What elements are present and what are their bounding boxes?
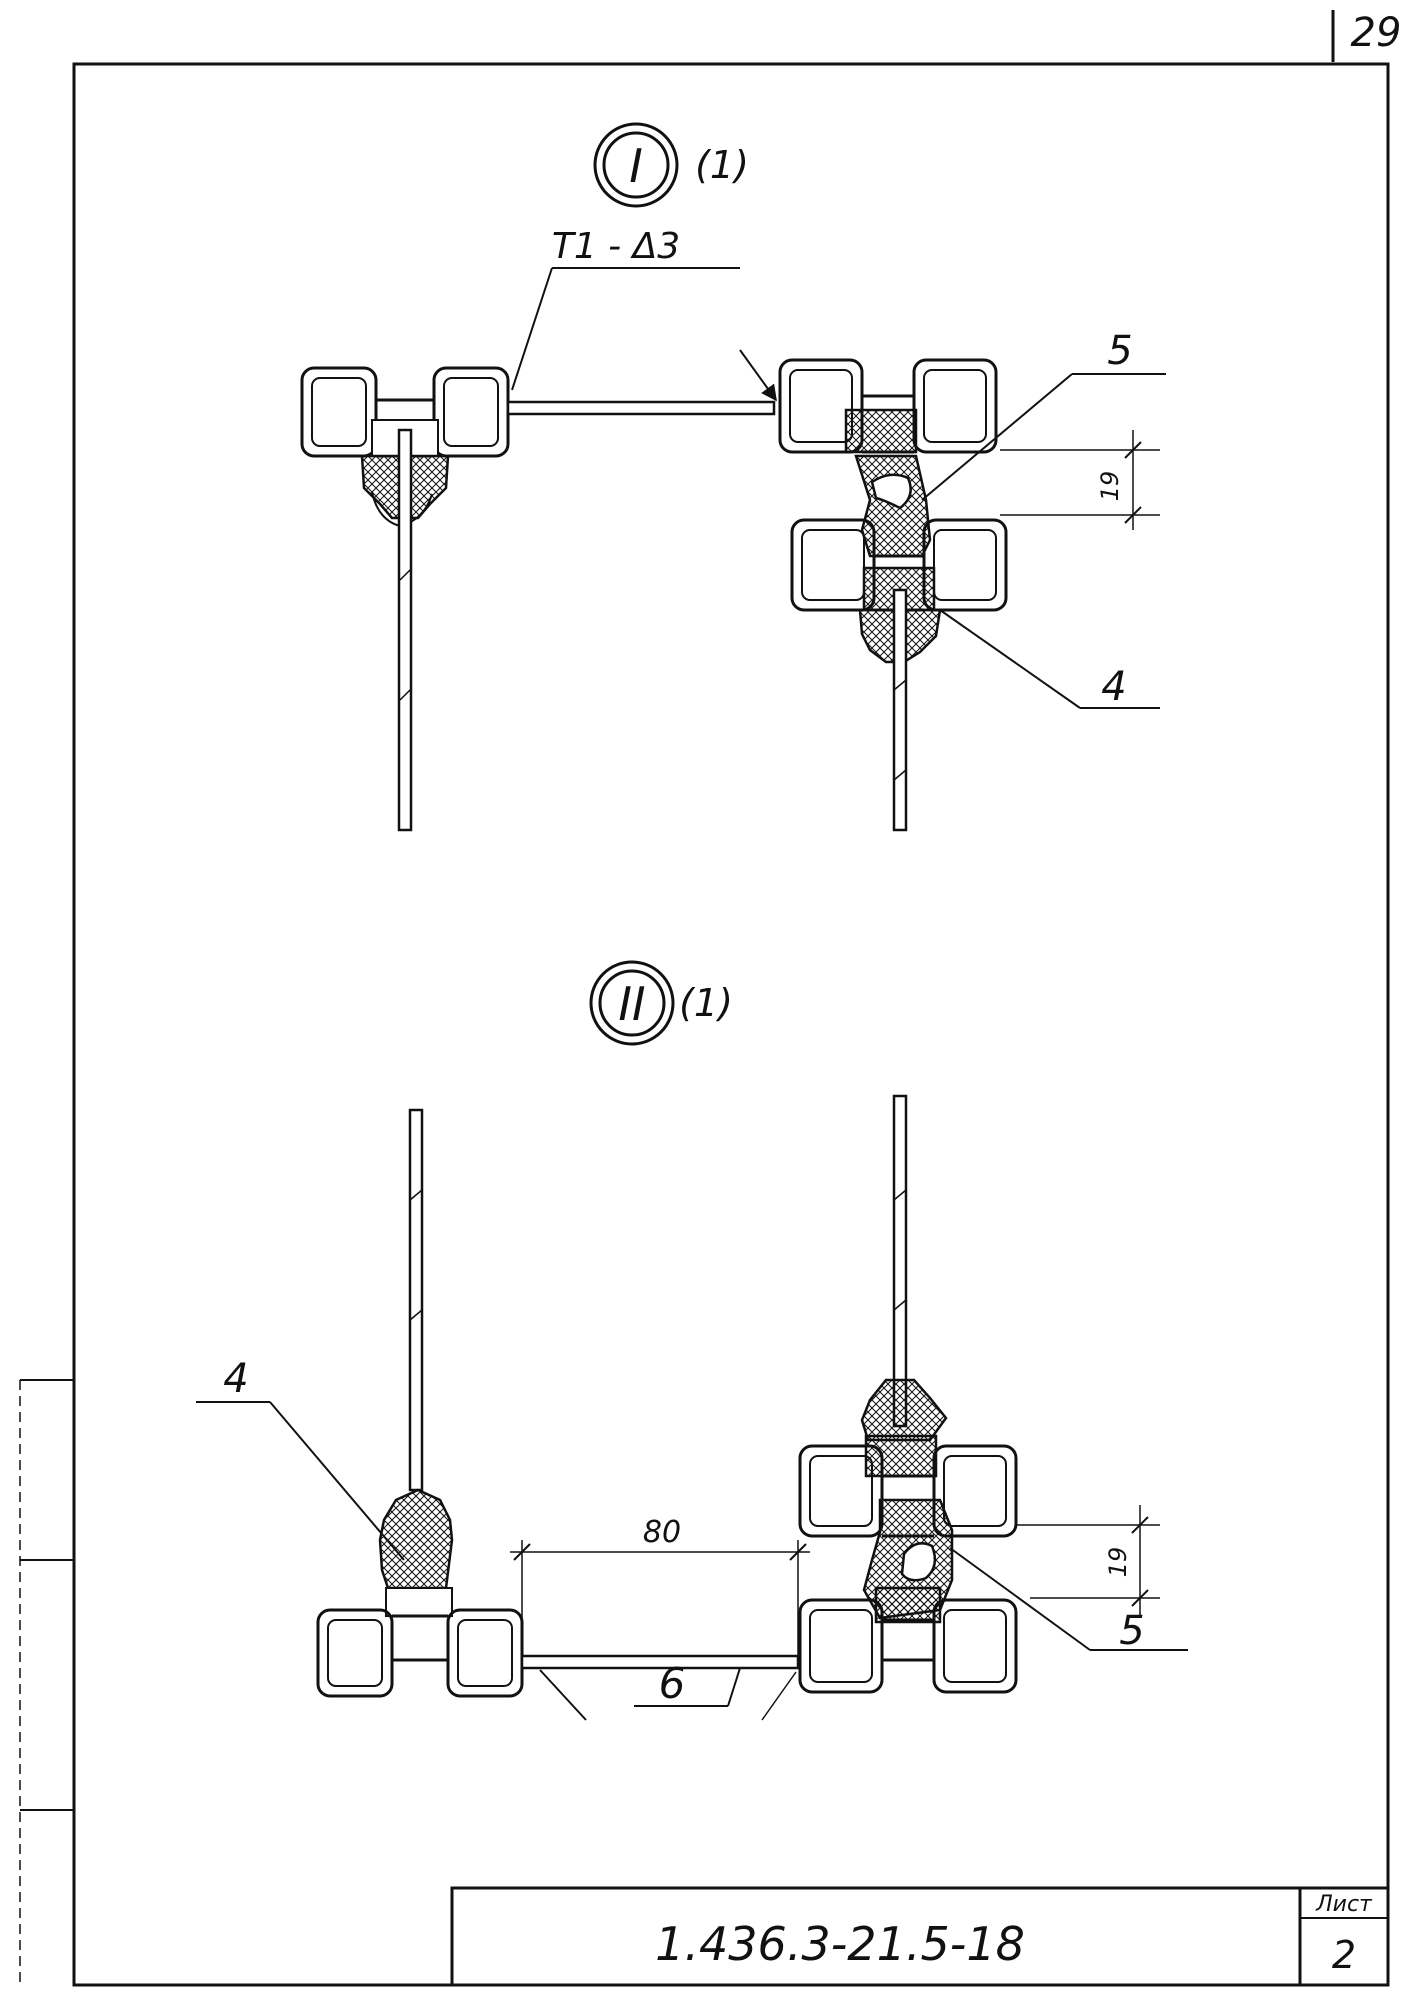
- detail-1-callout-4: 4: [939, 609, 1160, 710]
- svg-text:II: II: [618, 977, 645, 1031]
- detail-2-left-profile: [316, 1108, 524, 1698]
- detail-1-connecting-plate: [506, 400, 776, 416]
- corner-page-number: 29: [1331, 10, 1402, 62]
- detail-2-callout-4: 4: [196, 1356, 405, 1561]
- detail-2-callout-5: 5: [949, 1547, 1188, 1654]
- svg-text:19: 19: [1096, 471, 1124, 502]
- document-code: 1.436.3-21.5-18: [655, 1917, 1025, 1971]
- svg-text:Т1 - Δ3: Т1 - Δ3: [552, 226, 680, 267]
- detail-1-left-profile: [300, 366, 510, 832]
- svg-text:80: 80: [643, 1515, 681, 1550]
- detail-1-callout-5: 5: [921, 328, 1166, 501]
- detail-2-right-upper-profile: [798, 1094, 1018, 1538]
- detail-2-dimension-19: 19: [1016, 1505, 1160, 1615]
- detail-2-dimension-80: 80: [510, 1515, 810, 1660]
- detail-2-right-lower-profile: [798, 1586, 1018, 1694]
- svg-text:29: 29: [1351, 10, 1402, 56]
- detail-2-marker: II (1): [589, 960, 733, 1046]
- sheet-number: 2: [1332, 1933, 1356, 1977]
- svg-text:5: 5: [1119, 1608, 1144, 1654]
- svg-text:(1): (1): [695, 143, 749, 187]
- detail-1-dimension-19: 19: [1000, 430, 1160, 530]
- svg-text:(1): (1): [679, 981, 733, 1025]
- sheet-label: Лист: [1315, 1892, 1373, 1917]
- detail-1-weld-leader: Т1 - Δ3: [511, 226, 777, 402]
- svg-text:4: 4: [1101, 664, 1126, 710]
- binding-margin-marks: [19, 1379, 74, 1985]
- detail-1-right-lower-profile: [790, 518, 1008, 832]
- svg-text:6: 6: [659, 1659, 686, 1708]
- detail-1-marker: I (1): [593, 122, 749, 208]
- title-block: 1.436.3-21.5-18 Лист 2: [450, 1886, 1390, 1987]
- detail-2-callout-6: 6: [539, 1659, 797, 1721]
- svg-text:5: 5: [1107, 328, 1132, 374]
- svg-text:19: 19: [1104, 1547, 1132, 1578]
- svg-text:4: 4: [223, 1356, 248, 1402]
- svg-text:I: I: [629, 139, 643, 193]
- detail-1-elastic-seal: [854, 454, 932, 558]
- detail-1-right-upper-profile: [778, 358, 998, 454]
- detail-2-connecting-plate: [520, 1654, 800, 1670]
